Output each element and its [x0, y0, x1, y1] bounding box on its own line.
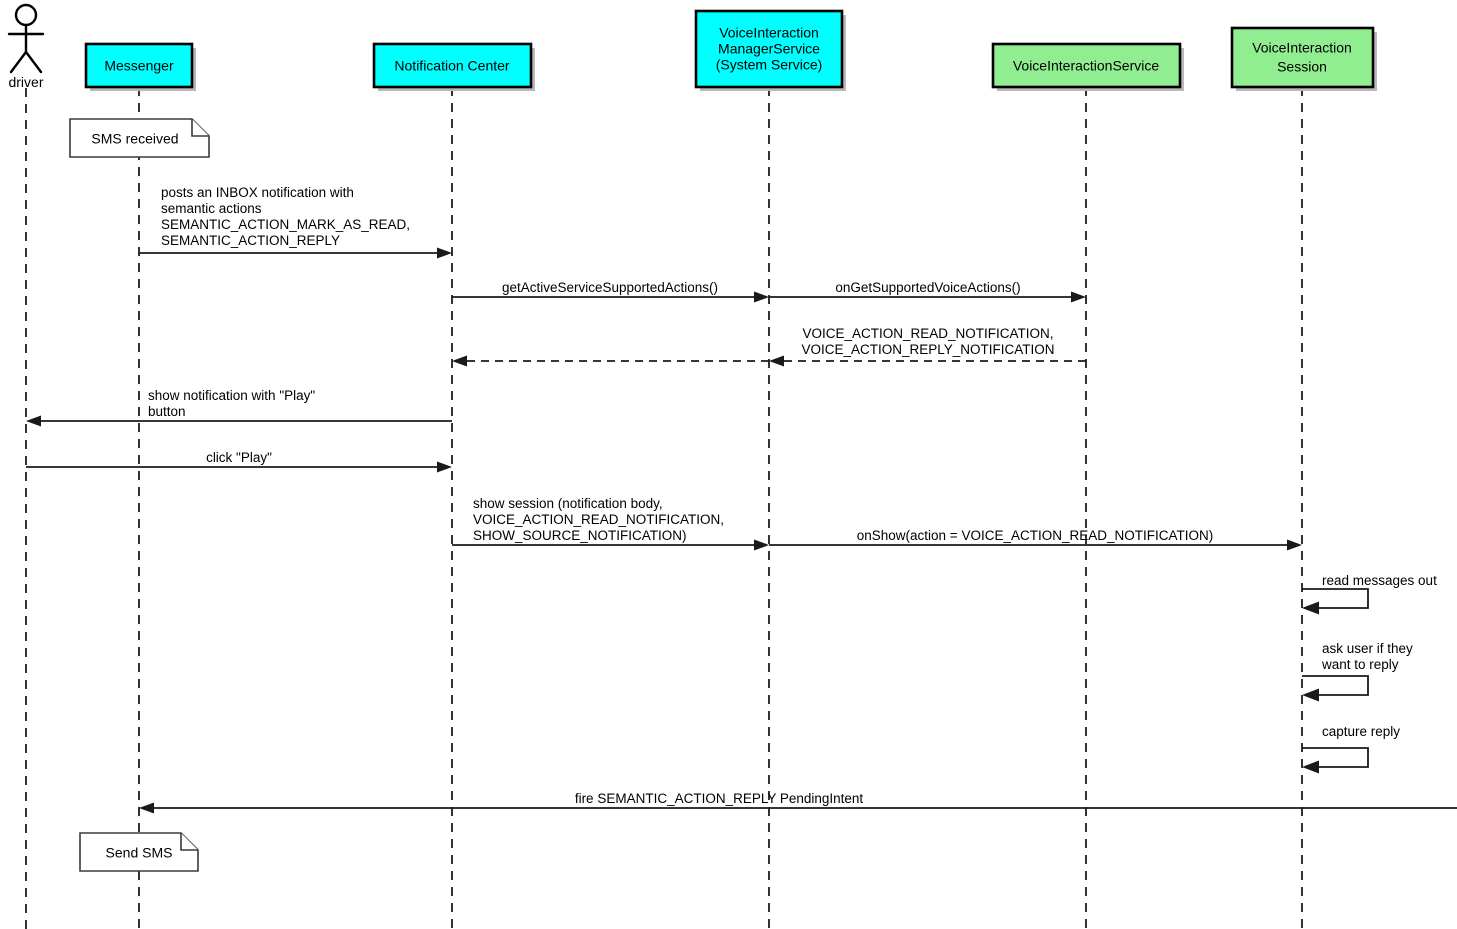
message-show-notification-with-play-button-arrowhead-icon [26, 415, 41, 427]
selfcall-ask-user-label-line2: want to reply [1321, 657, 1399, 672]
participant-vims-label-line3: (System Service) [716, 57, 823, 73]
message-post-inbox-notification-label-line3: SEMANTIC_ACTION_MARK_AS_READ, [161, 217, 410, 232]
participant-notification-center-box [372, 42, 533, 89]
note-send-sms-fold-icon [180, 833, 198, 851]
message-get-active-service-supported-actions-label: getActiveServiceSupportedActions() [502, 280, 718, 295]
lifelines-layer [25, 87, 1303, 929]
selfcall-read-messages-out-label: read messages out [1322, 573, 1437, 588]
participant-vis-label-line1: VoiceInteraction [1252, 40, 1352, 56]
actor-left-leg-icon [9, 50, 28, 74]
message-get-active-service-supported-actions: getActiveServiceSupportedActions() [452, 280, 769, 303]
selfcall-ask-user-path [1302, 675, 1369, 696]
message-show-session-label-line3: SHOW_SOURCE_NOTIFICATION) [473, 528, 687, 543]
message-fire-semantic-action-reply-arrowhead-icon [139, 802, 154, 814]
message-show-notification-label-line2: button [148, 404, 186, 419]
participant-notification-center[interactable]: Notification Center [372, 42, 535, 91]
participant-vis-label-line2: Session [1277, 59, 1327, 75]
note-sms-received-fold-icon [191, 119, 209, 137]
message-show-session: show session (notification body, VOICE_A… [452, 496, 769, 551]
selfcall-ask-user-label-line1: ask user if they [1322, 641, 1413, 656]
message-post-inbox-notification-label-line2: semantic actions [161, 201, 262, 216]
message-fire-semantic-action-reply-label: fire SEMANTIC_ACTION_REPLY PendingIntent [575, 791, 864, 806]
actor-driver-label: driver [8, 74, 43, 90]
message-on-show: onShow(action = VOICE_ACTION_READ_NOTIFI… [769, 528, 1302, 551]
message-on-get-supported-voice-actions-arrowhead-icon [1071, 291, 1086, 303]
participant-vims-label-line1: VoiceInteraction [719, 25, 819, 41]
message-show-session-arrowhead-icon [754, 539, 769, 551]
note-send-sms: Send SMS [79, 832, 199, 872]
actor-right-leg-icon [24, 50, 43, 74]
participant-vims-label-line2: ManagerService [718, 41, 820, 57]
message-post-inbox-notification-label-line4: SEMANTIC_ACTION_REPLY [161, 233, 340, 248]
note-send-sms-shape [79, 832, 199, 872]
message-show-session-label-line2: VOICE_ACTION_READ_NOTIFICATION, [473, 512, 724, 527]
message-return-voice-actions-to-manager-arrowhead-icon [769, 355, 784, 367]
participant-voiceinteraction-session[interactable]: VoiceInteraction Session [1230, 26, 1377, 91]
message-on-get-supported-voice-actions: onGetSupportedVoiceActions() [769, 280, 1086, 303]
message-return-voice-actions-to-manager: VOICE_ACTION_READ_NOTIFICATION, VOICE_AC… [769, 326, 1086, 367]
selfcall-capture-reply-path [1302, 747, 1369, 768]
message-on-get-supported-voice-actions-label: onGetSupportedVoiceActions() [835, 280, 1020, 295]
participant-notification-center-label: Notification Center [394, 58, 510, 74]
message-return-voice-actions-label-line1: VOICE_ACTION_READ_NOTIFICATION, [802, 326, 1053, 341]
selfcall-capture-reply-label: capture reply [1322, 724, 1400, 739]
note-sms-received-shape [69, 118, 210, 158]
selfcall-read-messages-out-arrowhead-icon [1302, 601, 1319, 615]
selfcall-read-messages-out-path [1302, 588, 1369, 609]
participant-voiceinteraction-session-box [1230, 26, 1375, 89]
message-click-play-label: click "Play" [206, 450, 272, 465]
participant-voiceinteractionservice[interactable]: VoiceInteractionService [991, 42, 1184, 91]
message-return-voice-actions-label-line2: VOICE_ACTION_REPLY_NOTIFICATION [801, 342, 1054, 357]
message-click-play: click "Play" [26, 450, 452, 473]
participant-voiceinteraction-manager-service[interactable]: VoiceInteraction ManagerService (System … [694, 9, 846, 91]
message-post-inbox-notification-arrowhead-icon [437, 247, 452, 259]
note-sms-received: SMS received [69, 118, 210, 158]
participant-voiceinteraction-manager-service-box [694, 9, 844, 89]
message-show-session-label-line1: show session (notification body, [473, 496, 663, 511]
message-post-inbox-notification-label-line1: posts an INBOX notification with [161, 185, 354, 200]
message-show-notification-label-line1: show notification with "Play" [148, 388, 315, 403]
message-post-inbox-notification: posts an INBOX notification with semanti… [139, 185, 452, 259]
message-on-show-label: onShow(action = VOICE_ACTION_READ_NOTIFI… [857, 528, 1213, 543]
actor-driver[interactable]: driver [7, 3, 45, 90]
selfcall-ask-user-if-they-want-to-reply: ask user if they want to reply [1302, 641, 1413, 702]
message-return-voice-actions-to-notification-center-arrowhead-icon [452, 355, 467, 367]
message-show-notification-with-play-button: show notification with "Play" button [26, 388, 452, 427]
message-return-voice-actions-to-notification-center [452, 355, 769, 367]
note-sms-received-label: SMS received [91, 131, 178, 147]
participant-messenger-label: Messenger [104, 58, 174, 74]
message-on-show-arrowhead-icon [1287, 539, 1302, 551]
participant-messenger-box [84, 42, 194, 89]
selfcall-read-messages-out: read messages out [1302, 573, 1437, 615]
message-click-play-arrowhead-icon [437, 461, 452, 473]
participant-voiceinteractionservice-label: VoiceInteractionService [1013, 58, 1160, 74]
selfcall-ask-user-arrowhead-icon [1302, 688, 1319, 702]
note-send-sms-label: Send SMS [106, 845, 173, 861]
participant-messenger[interactable]: Messenger [84, 42, 196, 91]
participant-voiceinteractionservice-box [991, 42, 1182, 89]
selfcall-capture-reply-arrowhead-icon [1302, 760, 1319, 774]
message-fire-semantic-action-reply-pendingintent: fire SEMANTIC_ACTION_REPLY PendingIntent [139, 791, 1457, 814]
selfcall-capture-reply: capture reply [1302, 724, 1400, 774]
message-get-active-service-supported-actions-arrowhead-icon [754, 291, 769, 303]
actor-head-icon [14, 3, 38, 27]
